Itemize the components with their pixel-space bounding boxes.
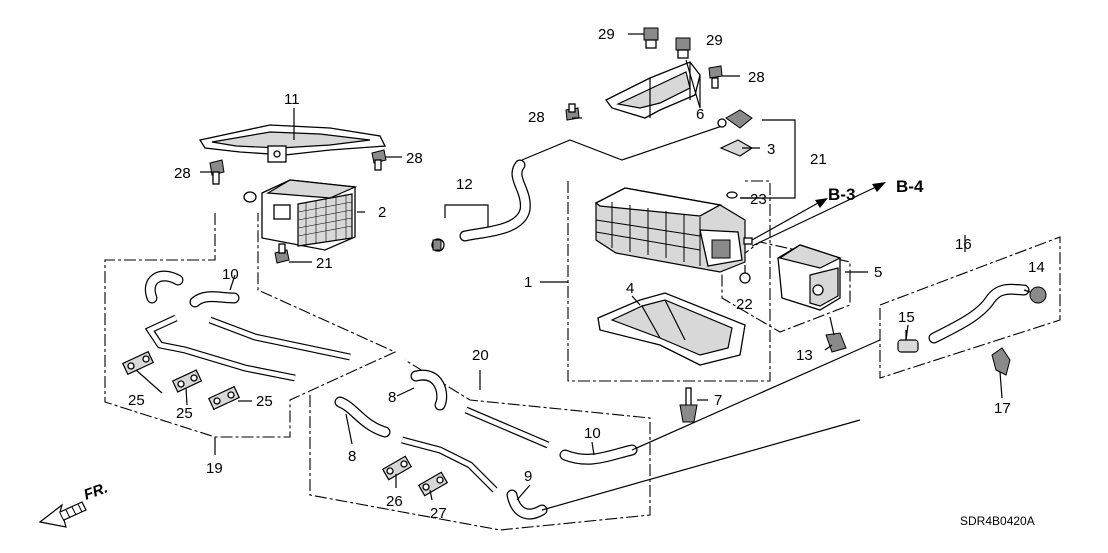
label-part-24: 23: [750, 191, 767, 208]
label-part-29-a: 29: [598, 26, 615, 43]
label-part-12: 11: [284, 91, 300, 108]
pipe-19b: [208, 316, 351, 361]
label-part-8-a: 8: [388, 389, 396, 406]
label-part-19: 19: [206, 460, 223, 477]
group-outline-20: [309, 359, 651, 531]
label-part-28-b: 28: [406, 150, 423, 167]
bolt-28-upper-left: [565, 103, 580, 121]
label-part-17: 16: [955, 236, 972, 253]
valve-15: [1023, 286, 1047, 304]
label-part-28-c: 28: [748, 69, 765, 86]
bolt-28-upper-right: [708, 65, 740, 89]
hose-10: [189, 291, 240, 308]
nipple-2: [243, 191, 257, 203]
label-part-7: 7: [714, 392, 722, 409]
bolt-28-mid: [371, 149, 402, 171]
cross-line-11: [631, 339, 881, 451]
hose-8-upper: [410, 369, 448, 411]
hose-8-lower: [334, 396, 391, 438]
group-outline-21b: [740, 119, 796, 199]
bolt-28-left: [200, 159, 225, 185]
canister-1: [594, 187, 753, 273]
reference-b4: B-4: [896, 177, 924, 196]
clip-27: [417, 471, 449, 497]
hose-13: [431, 159, 531, 252]
nut-29-left: [628, 27, 659, 49]
bracket-12: [198, 118, 387, 163]
diagram-code: SDR4B0420A: [960, 514, 1035, 528]
label-part-25-b: 25: [176, 405, 193, 422]
oring-23: [739, 272, 751, 284]
pipe-19a: [144, 314, 296, 382]
label-part-28-d: 28: [528, 109, 545, 126]
label-part-11: 10: [584, 425, 601, 442]
part-labels: 11 28 28 2 21 10 12 25 25 25 19 20 8 8 2…: [128, 26, 1045, 522]
label-part-8-b: 8: [348, 448, 356, 465]
bolt-22: [274, 243, 312, 264]
label-part-21: 21: [810, 151, 827, 168]
valve-21: [717, 109, 753, 129]
group-outline-19: [104, 213, 397, 438]
leader-lines: [135, 59, 1003, 501]
label-part-22: 21: [316, 255, 333, 272]
label-part-29-b: 29: [706, 32, 723, 49]
label-part-27: 27: [430, 505, 447, 522]
label-part-4: 4: [626, 280, 634, 297]
group-outline-13: [444, 204, 489, 228]
label-part-1: 1: [524, 274, 532, 291]
group-outline-1: [567, 180, 771, 382]
nut-29-right: [675, 37, 691, 59]
joint-16: [897, 330, 919, 353]
clip-18: [991, 347, 1011, 376]
clip-24: [726, 191, 738, 199]
label-part-28-a: 28: [174, 165, 191, 182]
canister-2: [261, 179, 358, 251]
group-outline-21: [521, 124, 726, 161]
label-part-25-a: 25: [128, 392, 145, 409]
tray-4: [597, 292, 746, 366]
label-part-9: 9: [524, 468, 532, 485]
bracket-6: [605, 61, 701, 119]
label-part-20: 20: [472, 347, 489, 364]
reference-arrows: [751, 182, 886, 247]
hose-17: [928, 283, 1030, 344]
label-part-13: 12: [456, 176, 473, 193]
label-part-16: 15: [898, 309, 915, 326]
bolt-7: [679, 387, 708, 423]
clip-26: [381, 455, 413, 481]
hose-19a: [144, 270, 184, 304]
hose-9: [506, 489, 548, 520]
filter-5: [777, 244, 842, 311]
reference-b3: B-3: [828, 185, 855, 204]
cross-line-9: [541, 419, 861, 511]
label-part-10: 10: [222, 266, 239, 283]
label-part-2: 2: [378, 204, 386, 221]
label-part-6: 6: [696, 106, 704, 123]
label-part-15: 14: [1028, 259, 1045, 276]
label-part-3: 3: [767, 141, 775, 158]
pipe-20b: [401, 436, 498, 493]
label-part-18: 17: [994, 400, 1011, 417]
hose-11: [559, 444, 638, 465]
front-direction-label: FR.: [82, 480, 111, 504]
label-part-14: 13: [796, 347, 813, 364]
front-arrow-icon: [38, 501, 87, 528]
pipe-20: [464, 406, 550, 449]
label-part-25-c: 25: [256, 393, 273, 410]
clip-25a: [121, 350, 155, 376]
label-part-23: 22: [736, 296, 753, 313]
clip-25b: [171, 369, 203, 393]
label-part-5: 5: [874, 264, 882, 281]
clip-25c: [207, 385, 252, 411]
group-outline-17: [879, 236, 1061, 379]
label-part-26: 26: [386, 493, 403, 510]
